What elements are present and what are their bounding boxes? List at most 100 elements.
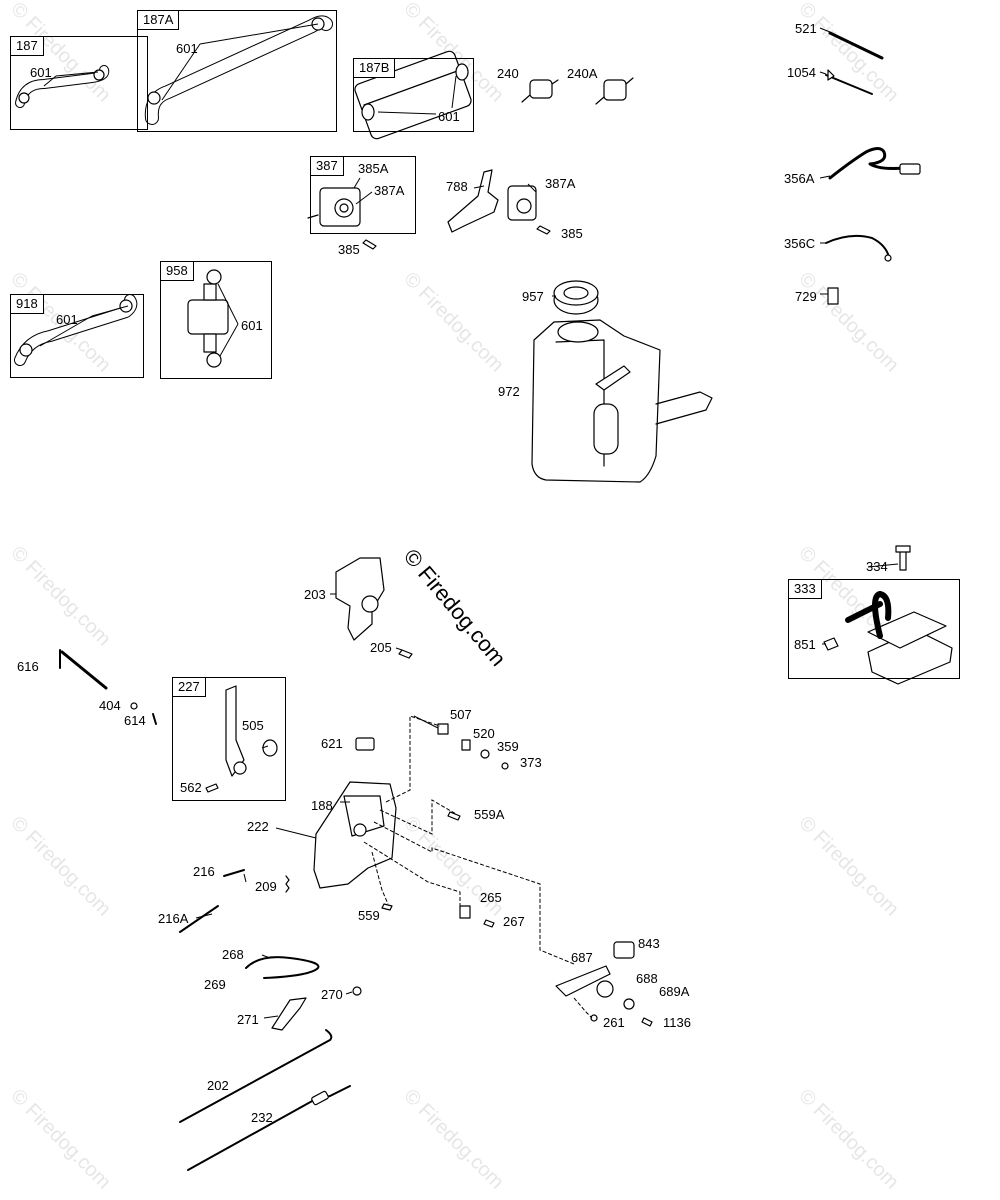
screw-205 [398,649,413,659]
callout-209: 209 [255,879,277,894]
callout-843: 843 [638,936,660,951]
clip-265 [459,905,471,919]
group-box-187: 187 [10,36,148,130]
wire-356c [825,234,892,262]
nut-270 [352,986,362,996]
callout-559a: 559A [474,807,505,822]
rod-616 [59,649,108,690]
callout-601: 601 [30,65,52,80]
callout-373: 373 [520,755,542,770]
tank-cap-957 [553,280,599,315]
callout-188: 188 [311,798,333,813]
spring-209 [285,875,290,893]
callout-271: 271 [237,1012,259,1027]
callout-205: 205 [370,640,392,655]
rod-521 [828,31,884,60]
link-202 [179,1029,333,1123]
callout-359: 359 [497,739,519,754]
group-box-227: 227 [172,677,286,801]
clip-507 [437,723,449,735]
callout-269: 269 [204,977,226,992]
group-box-label: 918 [10,294,44,314]
callout-240: 240 [497,66,519,81]
group-box-187b: 187B [353,58,474,132]
connector-851 [823,637,839,651]
callout-601: 601 [241,318,263,333]
group-box-958: 958 [160,261,272,379]
callout-240a: 240A [567,66,598,81]
callout-688: 688 [636,971,658,986]
callout-387a: 387A [545,176,576,191]
bracket-788 [447,169,499,233]
callout-521: 521 [795,21,817,36]
group-box-label: 333 [788,579,822,599]
lever-227 [225,685,247,777]
clip-621 [355,737,375,751]
knob-688 [596,980,614,998]
callout-385a: 385A [358,161,389,176]
callout-1136: 1136 [663,1015,691,1030]
callout-972: 972 [498,384,520,399]
ignition-module-333 [845,591,953,685]
callout-507: 507 [450,707,472,722]
bracket-203 [335,557,385,641]
clip-729 [827,287,839,305]
fuel-filter-240 [521,79,559,103]
wire-356a [828,147,921,180]
callout-203: 203 [304,587,326,602]
callout-356a: 356A [784,171,815,186]
link-216a [179,905,219,933]
block-843 [613,941,635,959]
callout-270: 270 [321,987,343,1002]
callout-851: 851 [794,637,816,652]
callout-216: 216 [193,864,215,879]
bracket-520 [461,739,471,751]
shutoff-valve-958 [187,269,229,368]
screw-385 [362,239,377,250]
callout-216a: 216A [158,911,189,926]
screw-559a [447,811,461,821]
bracket-687 [555,965,611,997]
cable-232 [187,1085,351,1171]
fuel-tank-972 [531,319,713,483]
lever-271 [271,997,307,1031]
assembly-dash-lines [363,715,593,1019]
hose-187b [354,50,472,140]
callout-616: 616 [17,659,39,674]
callout-385: 385 [338,242,360,257]
control-plate-222 [313,781,397,889]
washer-404 [130,702,138,710]
fuel-filter-240a [595,77,634,105]
callout-559: 559 [358,908,380,923]
group-box-label: 958 [160,261,194,281]
pin-614 [152,713,157,725]
nut-261 [590,1014,598,1022]
group-box-387: 387 [310,156,416,234]
screw-385b [536,225,551,235]
fuel-pump-387a [507,185,537,221]
callout-222: 222 [247,819,269,834]
group-box-label: 227 [172,677,206,697]
screw-1136 [641,1017,653,1027]
callout-232: 232 [251,1110,273,1125]
callout-689a: 689A [659,984,690,999]
callout-404: 404 [99,698,121,713]
nut-373 [501,762,509,770]
callout-614: 614 [124,713,146,728]
callout-267: 267 [503,914,525,929]
callout-334: 334 [866,559,888,574]
callout-385: 385 [561,226,583,241]
callout-265: 265 [480,890,502,905]
callout-729: 729 [795,289,817,304]
group-box-333: 333 [788,579,960,679]
screw-334 [895,545,911,571]
screw-562 [205,783,219,793]
leader-lines [39,23,899,1019]
nut-689a [623,998,635,1010]
callout-261: 261 [603,1015,625,1030]
tie-1054 [825,69,873,95]
link-216 [223,869,245,877]
fuel-pump-387 [307,187,361,227]
